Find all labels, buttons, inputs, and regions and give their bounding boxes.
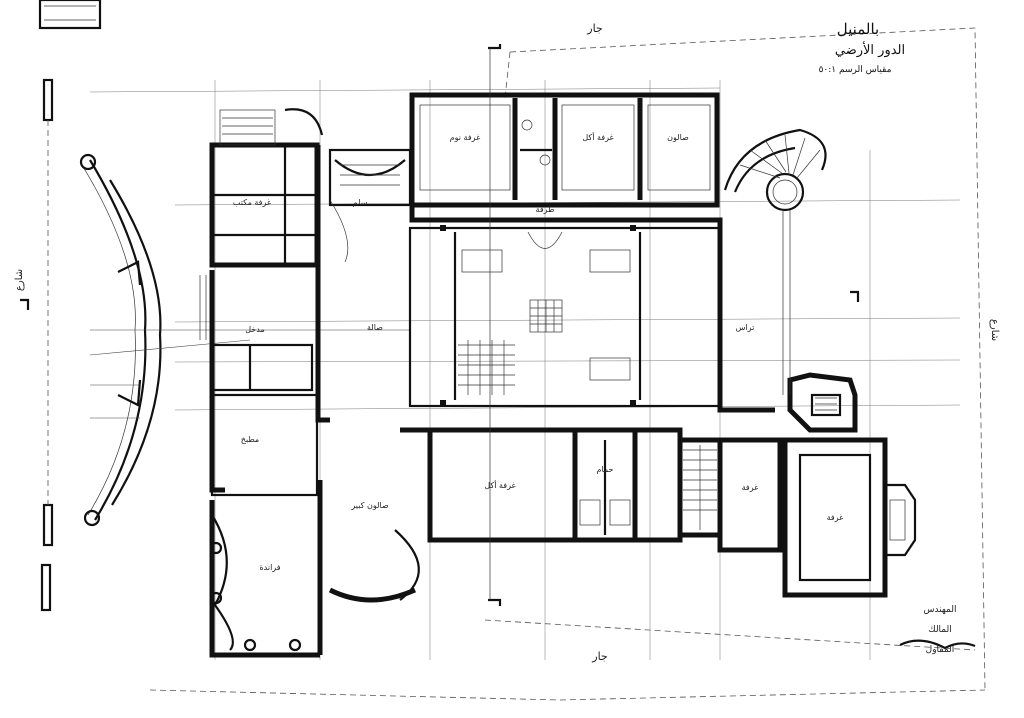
signature-engineer: المهندس — [923, 605, 956, 615]
street-top-label: جار — [586, 22, 602, 35]
room-bath: حمام — [597, 465, 614, 474]
hall-hatch-area — [458, 340, 515, 395]
sheet-scale: مقياس الرسم ٥٠:١ — [819, 65, 892, 75]
room-dining: غرفة أكل — [484, 480, 515, 490]
signature-owner: المالك — [928, 625, 952, 635]
property-boundary — [149, 27, 986, 701]
room-bedroom-top-mid: غرفة أكل — [582, 132, 613, 142]
left-fence — [40, 78, 54, 612]
signature-contractor: المقاول — [926, 645, 955, 655]
room-bedroom-top-left: غرفة نوم — [450, 133, 481, 142]
room-entrance: مدخل — [245, 325, 265, 334]
room-salon-large: صالون كبير — [350, 501, 388, 510]
sheet-subtitle: الدور الأرضي — [835, 41, 905, 58]
room-veranda: فراندة — [259, 563, 280, 572]
top-rooms-block — [409, 92, 720, 208]
lower-central-rooms — [427, 427, 683, 543]
street-right-label: شارع — [989, 319, 1000, 341]
hall-grid-pattern — [529, 299, 563, 333]
room-bottom-right: غرفة — [827, 513, 844, 522]
signature-scribble — [899, 639, 976, 650]
room-salon-top-right: صالون — [667, 133, 689, 142]
lower-left-block — [209, 393, 420, 658]
central-hall — [408, 225, 722, 408]
signature-block: المهندس المالك المقاول — [899, 605, 976, 655]
room-kitchen: مطبخ — [241, 435, 259, 444]
entrance-block — [199, 275, 314, 392]
street-bottom-label: جار — [591, 650, 607, 663]
sheet-title: بالمنيل — [837, 20, 879, 38]
room-right: غرفة — [742, 483, 759, 492]
room-terrace: تراس — [736, 323, 755, 332]
section-markers — [20, 44, 860, 606]
right-tower — [787, 372, 858, 433]
room-staircase: سلم — [353, 198, 368, 207]
room-corridor: طرقة — [536, 205, 555, 214]
room-hall-center: صالة — [367, 323, 383, 332]
right-wing — [717, 437, 917, 598]
street-left-label: شارع — [14, 269, 25, 291]
spiral-staircase — [723, 128, 827, 395]
main-staircase — [328, 148, 412, 263]
annex-top-left — [38, 0, 102, 30]
room-office: غرفة مكتب — [233, 198, 271, 207]
